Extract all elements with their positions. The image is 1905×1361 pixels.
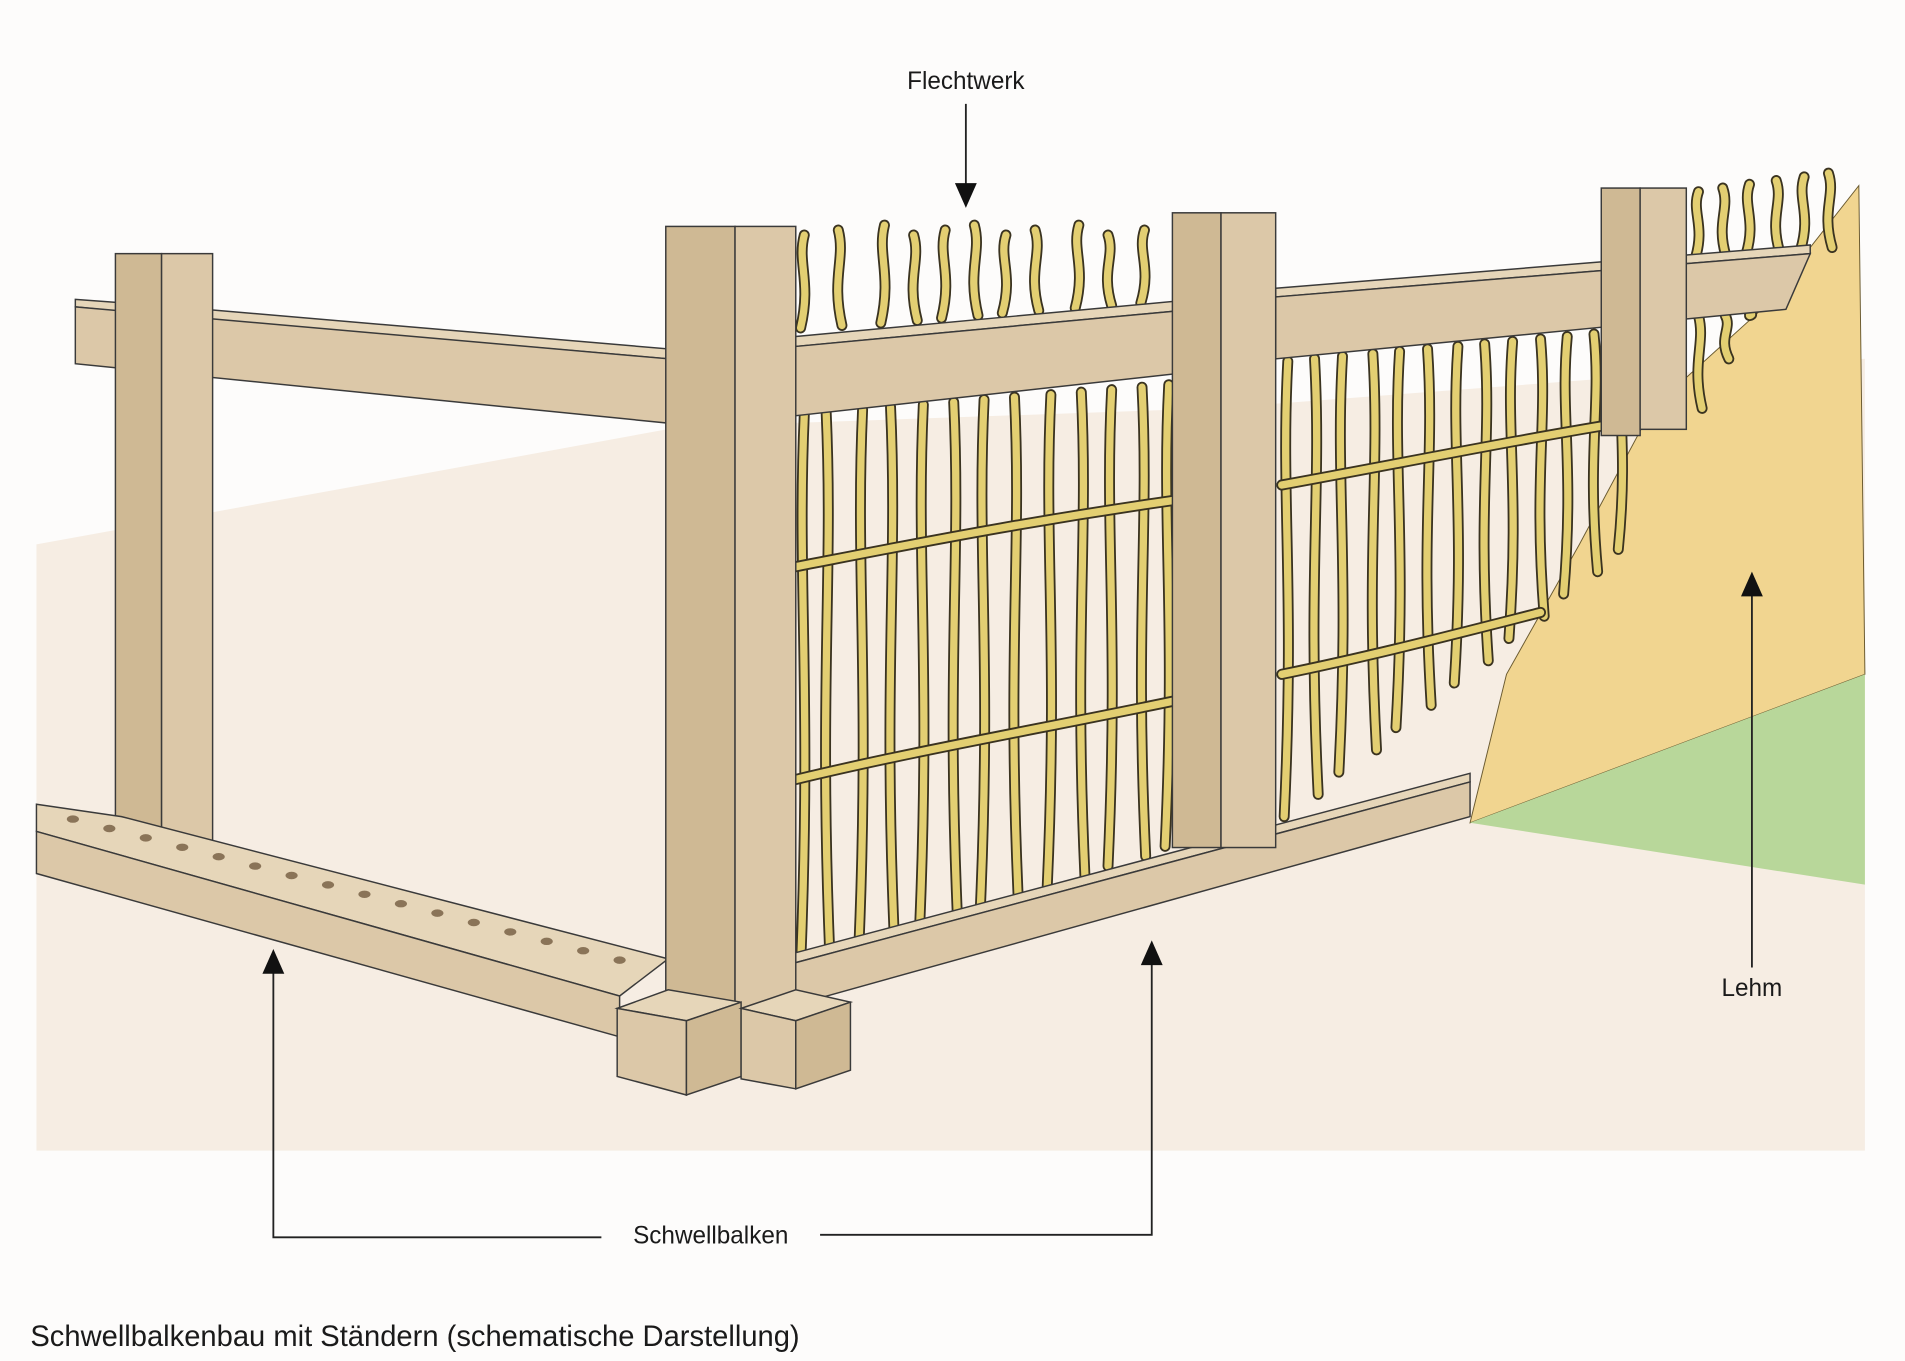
wattle-rod xyxy=(949,398,962,920)
wattle-rod xyxy=(998,231,1011,317)
base-block-left xyxy=(614,989,742,1097)
wattle-rod xyxy=(1137,383,1150,860)
wattle-rod xyxy=(855,405,867,949)
wattle-rod xyxy=(796,410,809,969)
grass-area xyxy=(1470,674,1865,885)
label-sill-beam: Schwellbalken xyxy=(633,1222,788,1249)
label-wattle: Flechtwerk xyxy=(907,68,1025,95)
corner-post xyxy=(665,225,797,1010)
wattle-rod xyxy=(1742,180,1754,259)
wattle-rod xyxy=(1077,388,1089,880)
arrow-head-icon xyxy=(262,948,285,974)
wattle-rod xyxy=(1043,390,1056,890)
wattle-rod xyxy=(1278,416,1638,489)
peg-hole xyxy=(212,852,225,861)
wattle-rod xyxy=(1450,342,1463,687)
wattle-rod xyxy=(1137,226,1149,307)
wattle-rod xyxy=(796,231,809,332)
wattle-rod xyxy=(1796,173,1809,254)
wattle-rod xyxy=(1030,226,1043,315)
clay-fill xyxy=(1469,184,1866,824)
arrow-head-icon xyxy=(1140,940,1163,966)
peg-hole xyxy=(577,947,590,955)
middle-post xyxy=(1171,212,1277,849)
wattle-rod xyxy=(1392,347,1404,732)
peg-hole xyxy=(431,909,444,917)
wattle-rod xyxy=(1071,221,1084,312)
right-post xyxy=(1600,187,1688,437)
caption: Schwellbalkenbau mit Ständern (schematis… xyxy=(30,1320,799,1353)
wattle-rod xyxy=(909,231,921,325)
wattle-rod xyxy=(877,221,889,327)
wattle-rod xyxy=(1559,332,1572,598)
wattle-rod xyxy=(1161,381,1173,851)
arrow-head-icon xyxy=(954,183,977,208)
peg-hole xyxy=(176,843,189,851)
peg-hole xyxy=(504,928,517,936)
wattle-rod xyxy=(1310,355,1322,799)
wattle-rod xyxy=(1505,337,1517,643)
wattle-rod xyxy=(916,400,928,930)
wattle-rod xyxy=(1480,340,1492,665)
wattle-rods xyxy=(790,167,1838,971)
left-sill-beam xyxy=(35,803,670,1038)
label-clay: Lehm xyxy=(1722,975,1783,1002)
peg-hole xyxy=(467,918,480,927)
peg-hole xyxy=(139,834,152,842)
peg-holes xyxy=(66,815,626,964)
arrow-sill-left xyxy=(272,971,602,1239)
wattle-rod xyxy=(1103,231,1116,310)
peg-hole xyxy=(249,862,262,870)
wattle-rod xyxy=(1694,311,1706,413)
peg-hole xyxy=(66,815,79,823)
wattle-rod xyxy=(1772,176,1784,257)
wattle-rod xyxy=(821,408,834,959)
wattle-rod xyxy=(792,491,1217,571)
wattle-rod xyxy=(1423,345,1435,709)
wattle-rod xyxy=(1335,352,1347,776)
peg-hole xyxy=(285,871,298,880)
peg-hole xyxy=(613,956,626,964)
wattle-rod xyxy=(792,689,1217,784)
arrow-head-icon xyxy=(1740,571,1763,597)
peg-hole xyxy=(394,899,407,908)
wattle-rod xyxy=(1824,169,1836,252)
wattle-rod xyxy=(1278,608,1545,679)
wattle-rod xyxy=(1280,357,1293,821)
wattle-rod xyxy=(1721,311,1733,363)
peg-hole xyxy=(103,824,116,833)
arrow-sill-right xyxy=(820,962,1153,1236)
wattle-rod xyxy=(976,395,989,910)
wattle-rod xyxy=(1718,184,1731,262)
peg-hole xyxy=(321,881,335,889)
wattle-rod xyxy=(1589,330,1602,576)
base-block-right xyxy=(738,989,854,1090)
wattle-rod xyxy=(970,221,982,320)
wattle-rod xyxy=(834,226,846,330)
wattle-rod xyxy=(1536,335,1548,620)
peg-hole xyxy=(540,937,553,946)
peg-hole xyxy=(358,890,371,899)
wattle-rod xyxy=(1104,386,1116,870)
wattle-rod xyxy=(937,226,950,322)
wattle-rod xyxy=(1691,188,1703,264)
wattle-rod xyxy=(1010,393,1022,900)
wattle-rod xyxy=(1368,350,1381,754)
wattle-rod xyxy=(886,403,898,940)
left-post xyxy=(114,252,214,855)
